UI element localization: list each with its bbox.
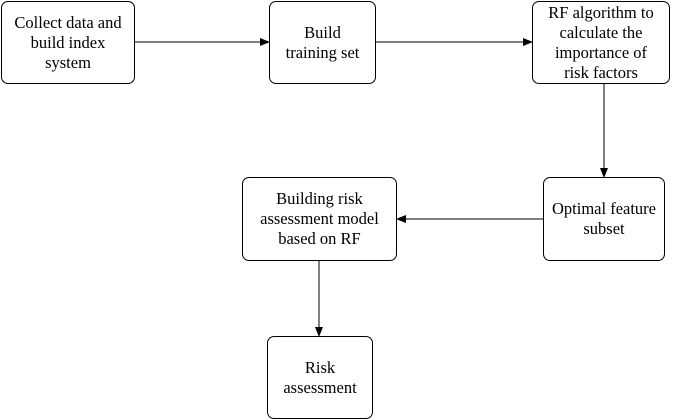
node-building-risk-model: Building risk assessment model based on … [242,177,397,261]
node-optimal-feature-subset: Optimal feature subset [543,177,665,261]
node-build-training-set: Build training set [269,1,376,84]
node-optimal-feature-subset-label: Optimal feature subset [552,199,656,238]
node-build-training-set-label: Build training set [285,22,360,62]
node-rf-algorithm: RF algorithm to calculate the importance… [532,1,670,84]
node-building-risk-model-label: Building risk assessment model based on … [260,189,379,248]
node-risk-assessment: Risk assessment [267,336,373,419]
node-rf-algorithm-label: RF algorithm to calculate the importance… [548,2,654,82]
node-collect-data: Collect data and build index system [1,1,135,84]
node-risk-assessment-label: Risk assessment [283,357,357,397]
node-collect-data-label: Collect data and build index system [14,12,122,72]
